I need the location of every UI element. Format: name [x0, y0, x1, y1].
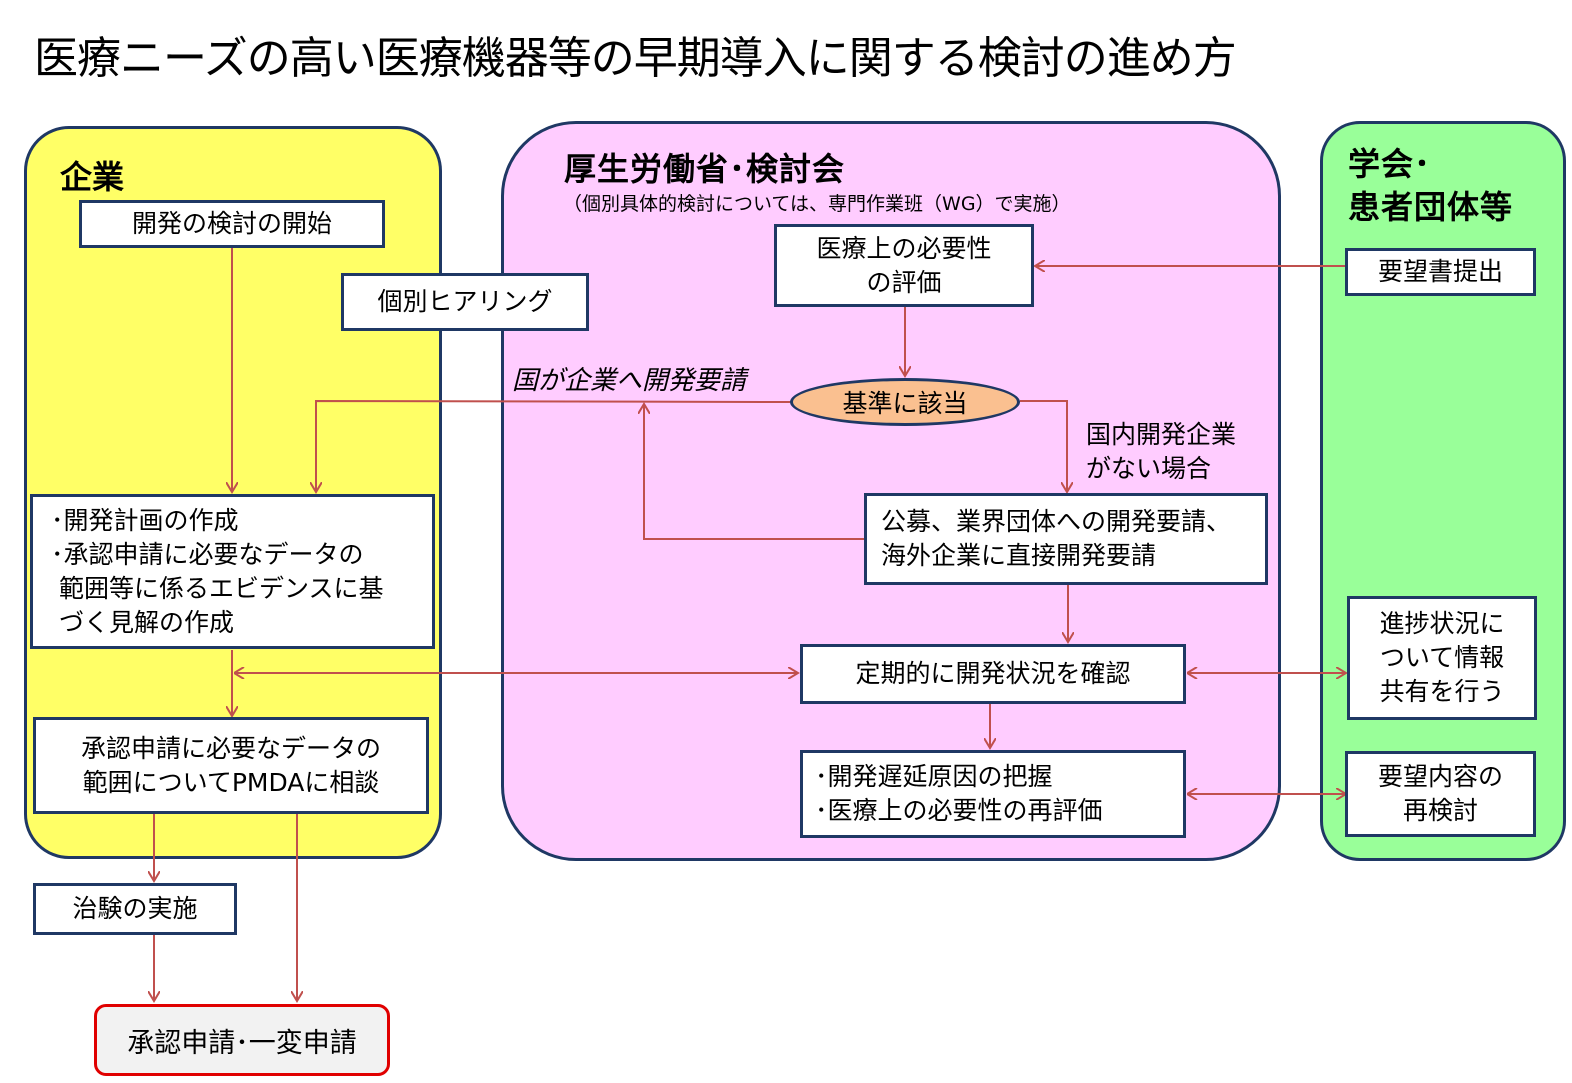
trial-label: 治験の実施 [72, 894, 198, 923]
reconsider-label: 要望内容の 再検討 [1377, 762, 1503, 825]
criteria-ellipse: 基準に該当 [790, 378, 1020, 426]
pmda-consult-label: 承認申請に必要なデータの 範囲についてPMDAに相談 [80, 733, 381, 797]
delay-box: ･開発遅延原因の把握 ･医療上の必要性の再評価 [800, 750, 1186, 838]
criteria-label: 基準に該当 [842, 389, 968, 418]
society-region [1320, 121, 1566, 861]
dev-plan-label: ･開発計画の作成 ･承認申請に必要なデータの 範囲等に係るエビデンスに基 づく見… [51, 505, 384, 637]
dev-start-box: 開発の検討の開始 [79, 200, 385, 248]
ministry-region-title: 厚生労働省･検討会 [564, 150, 846, 188]
ministry-region-subtitle: （個別具体的検討については、専門作業班（WG）で実施） [563, 193, 1071, 215]
request-submit-box: 要望書提出 [1345, 248, 1536, 296]
progress-share-label: 進捗状況に ついて情報 共有を行う [1379, 609, 1505, 706]
gov-request-note: 国が企業へ開発要請 [512, 366, 747, 396]
approval-label: 承認申請･一変申請 [127, 1027, 357, 1059]
society-region-title: 学会･ 患者団体等 [1348, 145, 1514, 226]
dev-plan-box: ･開発計画の作成 ･承認申請に必要なデータの 範囲等に係るエビデンスに基 づく見… [30, 494, 435, 649]
dev-start-label: 開発の検討の開始 [131, 209, 332, 238]
need-eval-box: 医療上の必要性 の評価 [774, 224, 1034, 307]
approval-box: 承認申請･一変申請 [94, 1004, 390, 1076]
public-request-box: 公募、業界団体への開発要請、 海外企業に直接開発要請 [864, 493, 1268, 585]
arrow-criteria-to-plan [316, 399, 791, 492]
hearing-box: 個別ヒアリング [341, 273, 589, 331]
arrow-criteria-to-public [1020, 400, 1067, 492]
hearing-label: 個別ヒアリング [377, 287, 553, 316]
periodic-check-box: 定期的に開発状況を確認 [800, 644, 1186, 704]
reconsider-box: 要望内容の 再検討 [1345, 751, 1536, 837]
arrow-public-to-gov [644, 404, 865, 540]
no-domestic-note: 国内開発企業 がない場合 [1086, 420, 1237, 483]
periodic-check-label: 定期的に開発状況を確認 [855, 659, 1131, 688]
progress-share-box: 進捗状況に ついて情報 共有を行う [1347, 596, 1537, 720]
request-submit-label: 要望書提出 [1377, 257, 1503, 286]
page-title: 医療ニーズの高い医療機器等の早期導入に関する検討の進め方 [34, 33, 1237, 84]
trial-box: 治験の実施 [33, 883, 237, 935]
pmda-consult-box: 承認申請に必要なデータの 範囲についてPMDAに相談 [33, 717, 429, 814]
public-request-label: 公募、業界団体への開発要請、 海外企業に直接開発要請 [881, 507, 1232, 570]
need-eval-label: 医療上の必要性 の評価 [816, 233, 992, 297]
company-region-title: 企業 [60, 158, 125, 196]
delay-label: ･開発遅延原因の把握 ･医療上の必要性の再評価 [815, 762, 1103, 825]
